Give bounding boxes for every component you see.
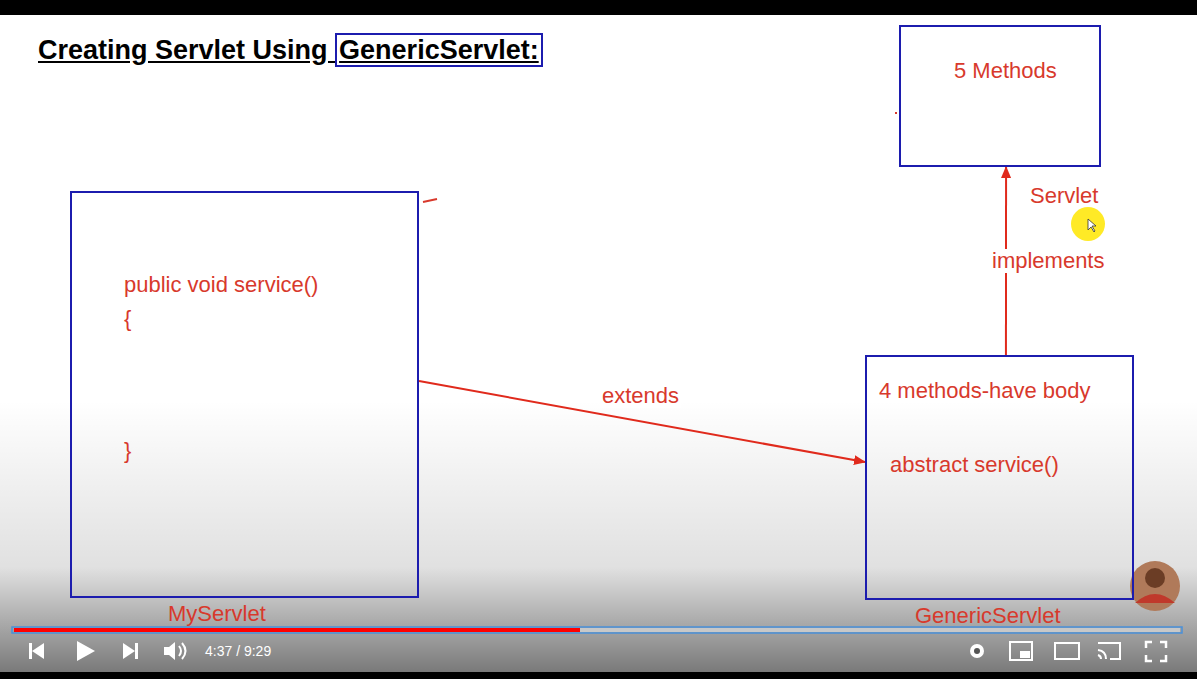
mouse-cursor xyxy=(1088,219,1096,232)
player-shade xyxy=(0,400,1197,679)
progress-played xyxy=(14,628,580,632)
settings-icon xyxy=(974,648,980,654)
top-bar xyxy=(0,0,1197,15)
cast-icon xyxy=(1098,650,1106,659)
code-brace: } xyxy=(124,439,131,463)
title-highlight: GenericServlet: xyxy=(335,33,543,67)
miniplayer-icon xyxy=(1020,651,1030,658)
cast-icon xyxy=(1098,655,1101,659)
bottom-bar xyxy=(0,672,1197,679)
method-note: abstract service() xyxy=(890,453,1059,477)
title-part: Creating Servlet Using xyxy=(38,35,335,65)
code-line: public void service() xyxy=(124,273,318,297)
miniplayer-icon xyxy=(1010,642,1032,660)
avatar-shirt xyxy=(1135,594,1175,603)
video-time: 4:37 / 9:29 xyxy=(205,642,271,660)
class-name: MyServlet xyxy=(168,602,266,626)
pen-mark xyxy=(423,199,437,202)
class-name: GenericServlet xyxy=(915,604,1061,628)
cast-icon xyxy=(1098,643,1120,659)
prev-icon xyxy=(32,643,44,659)
volume-icon xyxy=(182,643,186,659)
slide-title: Creating Servlet Using GenericServlet: xyxy=(38,32,543,68)
interface-name: Servlet xyxy=(1030,184,1098,208)
next-icon xyxy=(123,643,135,659)
theater-icon xyxy=(1055,643,1079,659)
player-controls xyxy=(29,641,1166,661)
class-box: 4 methods-have bodyabstract service()Gen… xyxy=(865,355,1134,600)
play-icon xyxy=(77,641,95,661)
code-brace: { xyxy=(124,307,131,331)
settings-icon xyxy=(970,644,984,658)
relation-arrow xyxy=(419,381,865,462)
relation-label: extends xyxy=(600,384,681,408)
pen-mark xyxy=(895,112,897,114)
avatar-head xyxy=(1145,568,1165,588)
volume-icon xyxy=(164,642,175,660)
prev-icon xyxy=(29,643,32,659)
class-box: public void service(){}MyServlet xyxy=(70,191,419,598)
class-box: 5 MethodsServlet xyxy=(899,25,1101,167)
volume-icon xyxy=(179,646,181,656)
progress-track xyxy=(14,628,1180,632)
fullscreen-icon xyxy=(1146,642,1166,661)
next-icon xyxy=(135,643,138,659)
cursor-highlight xyxy=(1071,207,1105,241)
relation-label: implements xyxy=(990,249,1106,273)
presenter-avatar xyxy=(1130,561,1180,611)
count-text: 5 Methods xyxy=(954,59,1057,83)
method-note: 4 methods-have body xyxy=(879,379,1091,403)
